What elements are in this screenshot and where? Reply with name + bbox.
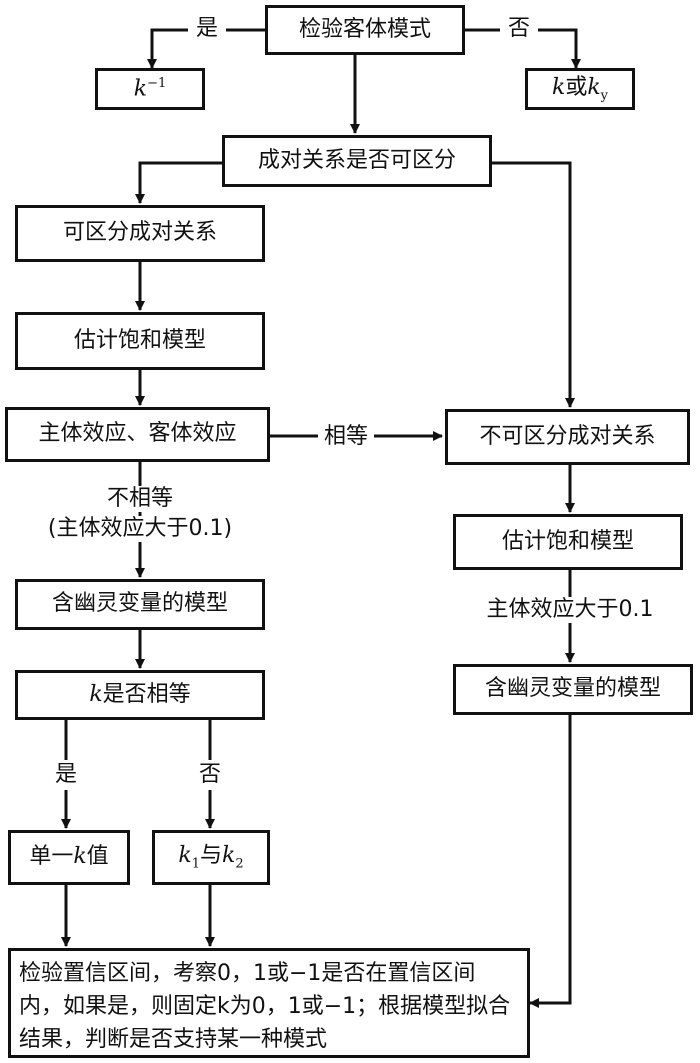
node-indistinguishable-pairs: 不可区分成对关系 — [445, 409, 690, 465]
k-symbol: k — [587, 74, 601, 100]
k-equal-label: 是否相等 — [102, 681, 191, 707]
k-symbol: k — [133, 75, 148, 101]
edge-label-not-equal-note: (主体效应大于0.1) — [43, 516, 237, 543]
node-distinguishable-pairs: 可区分成对关系 — [15, 205, 265, 262]
node-actor-partner-effects-text: 主体效应、客体效应 — [38, 421, 237, 447]
node-phantom-model-left: 含幽灵变量的模型 — [15, 579, 265, 630]
node-estimate-saturated-left: 估计饱和模型 — [15, 312, 265, 370]
node-final-confidence-test-text: 检验置信区间，考察0，1或−1是否在置信区间内，如果是，则固定k为0，1或−1；… — [19, 961, 511, 1052]
node-final-confidence-test: 检验置信区间，考察0，1或−1是否在置信区间内，如果是，则固定k为0，1或−1；… — [8, 948, 530, 1058]
node-indistinguishable-pairs-text: 不可区分成对关系 — [479, 423, 656, 449]
edge-pairs-to-indistinguishable — [492, 161, 575, 408]
edge-phantom-right-to-final — [529, 715, 572, 1008]
edge-label-no-bottom: 否 — [194, 760, 226, 791]
k-symbol: k — [222, 843, 236, 868]
edge-label-no-top: 否 — [500, 16, 539, 43]
k-symbol: k — [178, 843, 192, 868]
node-pairs-distinguishable: 成对关系是否可区分 — [222, 135, 492, 187]
k-inverse-superscript: −1 — [147, 75, 167, 91]
edge-label-yes-top: 是 — [188, 16, 227, 43]
node-k-equal: k是否相等 — [15, 670, 265, 720]
edge-label-not-equal: 不相等 — [102, 486, 178, 513]
ky-subscript: y — [600, 87, 609, 103]
edge-top-to-k-inverse — [147, 28, 265, 69]
node-phantom-model-left-text: 含幽灵变量的模型 — [51, 591, 228, 617]
k-symbol: k — [89, 681, 103, 707]
node-k1-k2-text: k1与k2 — [178, 843, 243, 872]
node-estimate-saturated-left-text: 估计饱和模型 — [73, 327, 206, 353]
k1-subscript: 1 — [191, 856, 200, 872]
node-k-or-ky-text: k或ky — [552, 75, 608, 104]
node-single-k: 单一k值 — [8, 830, 130, 885]
single-post: 值 — [86, 844, 109, 870]
node-phantom-model-right: 含幽灵变量的模型 — [453, 664, 693, 715]
node-estimate-saturated-right-text: 估计饱和模型 — [501, 528, 634, 554]
edge-label-yes-bottom: 是 — [50, 760, 82, 791]
node-k-or-ky: k或ky — [525, 68, 635, 110]
node-distinguishable-pairs-text: 可区分成对关系 — [62, 220, 217, 246]
node-estimate-saturated-right: 估计饱和模型 — [453, 514, 683, 570]
node-k-inverse: k−1 — [95, 68, 205, 110]
or-text: 或 — [565, 74, 588, 100]
edge-pairs-to-distinguishable — [135, 161, 222, 204]
node-single-k-text: 单一k值 — [29, 844, 108, 870]
single-pre: 单一 — [29, 844, 74, 870]
k2-subscript: 2 — [235, 856, 244, 872]
edge-label-equal: 相等 — [318, 424, 375, 451]
node-k-inverse-text: k−1 — [134, 76, 167, 103]
node-test-object-pattern-text: 检验客体模式 — [298, 16, 431, 42]
node-k-equal-text: k是否相等 — [89, 682, 190, 708]
node-actor-partner-effects: 主体效应、客体效应 — [5, 407, 270, 462]
node-test-object-pattern: 检验客体模式 — [265, 5, 465, 55]
edge-label-actor-gt: 主体效应大于0.1 — [482, 597, 658, 624]
node-k1-k2: k1与k2 — [152, 830, 270, 885]
k-symbol: k — [73, 844, 87, 870]
and-text: 与 — [199, 843, 222, 868]
node-phantom-model-right-text: 含幽灵变量的模型 — [484, 676, 661, 702]
k-symbol: k — [551, 74, 566, 100]
node-pairs-distinguishable-text: 成对关系是否可区分 — [257, 147, 456, 173]
